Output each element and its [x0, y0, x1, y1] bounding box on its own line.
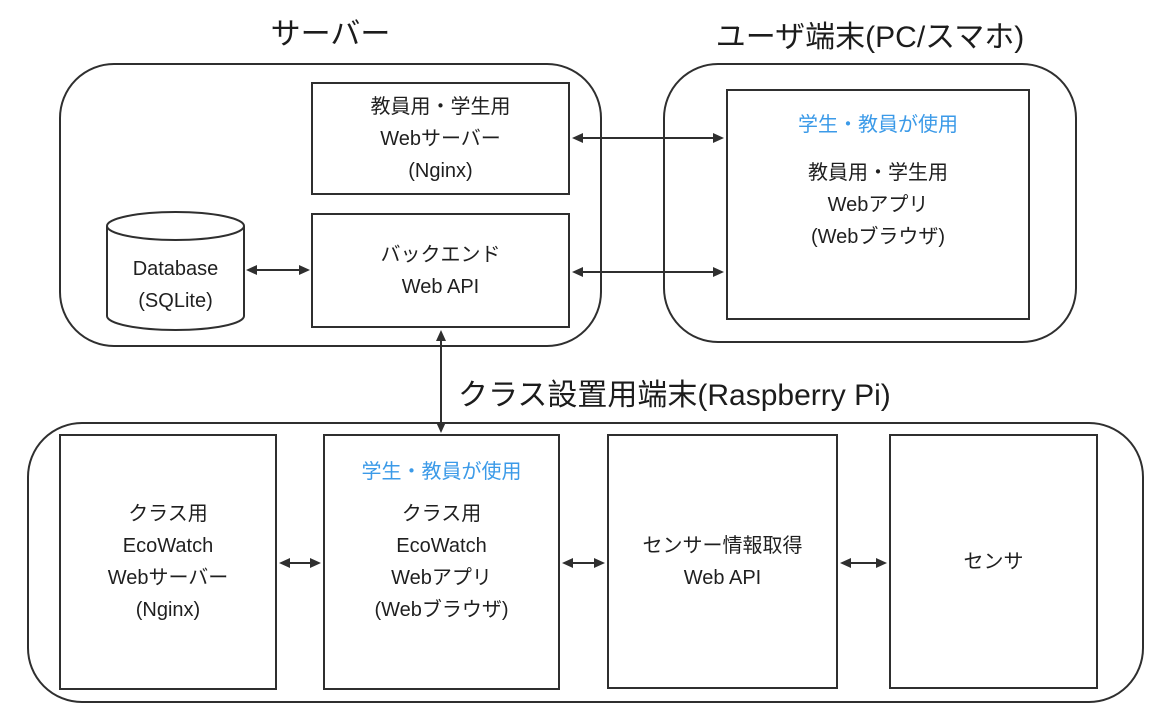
node-sensor: センサ	[889, 434, 1098, 689]
user-terminal-group-title: ユーザ端末(PC/スマホ)	[715, 21, 1025, 54]
node-user-web-app-label: 教員用・学生用 Webアプリ (Webブラウザ)	[808, 161, 948, 248]
group-user-terminal	[663, 63, 1077, 343]
node-class-web-app: 学生・教員が使用 クラス用 EcoWatch Webアプリ (Webブラウザ)	[323, 434, 560, 690]
node-class-web-app-label: クラス用 EcoWatch Webアプリ (Webブラウザ)	[374, 503, 509, 621]
node-sensor-label: センサ	[963, 550, 1024, 573]
group-server	[59, 63, 602, 347]
group-raspberry-pi	[27, 422, 1144, 703]
raspberry-pi-group-title: クラス設置用端末(Raspberry Pi)	[458, 379, 891, 412]
node-web-server-label: 教員用・学生用 Webサーバー (Nginx)	[370, 95, 511, 182]
server-group-title: サーバー	[270, 18, 391, 51]
node-backend-api: バックエンド Web API	[311, 213, 570, 328]
node-backend-api-label: バックエンド Web API	[380, 243, 501, 298]
node-sensor-api-label: センサー情報取得 Web API	[642, 534, 803, 589]
node-class-web-server: クラス用 EcoWatch Webサーバー (Nginx)	[59, 434, 277, 690]
node-class-web-app-usage-note: 学生・教員が使用	[361, 461, 522, 483]
node-database-label: Database (SQLite)	[132, 258, 219, 312]
node-web-server: 教員用・学生用 Webサーバー (Nginx)	[311, 82, 570, 195]
node-user-web-app: 学生・教員が使用 教員用・学生用 Webアプリ (Webブラウザ)	[726, 89, 1030, 320]
node-class-web-server-label: クラス用 EcoWatch Webサーバー (Nginx)	[107, 503, 229, 621]
node-user-web-app-usage-note: 学生・教員が使用	[798, 114, 958, 136]
node-sensor-api: センサー情報取得 Web API	[607, 434, 838, 689]
